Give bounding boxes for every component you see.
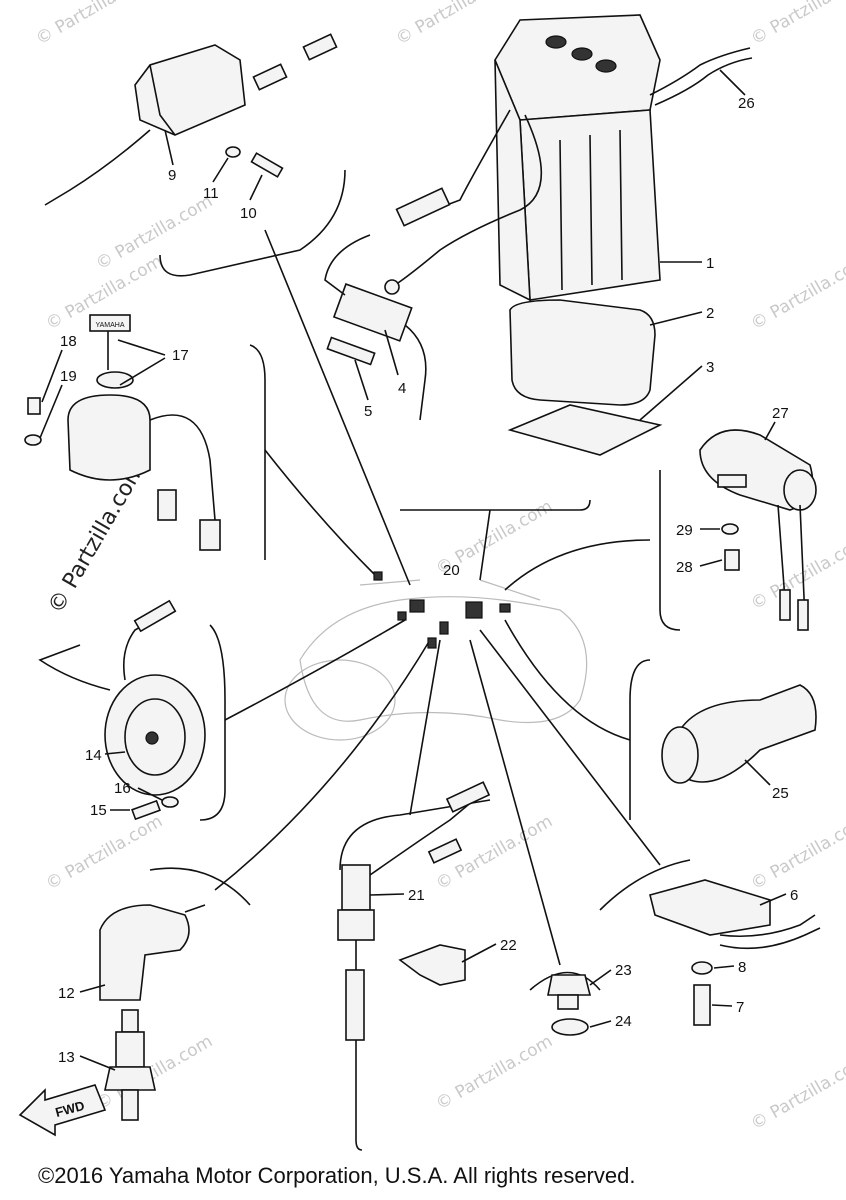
lead-sleeve-icon [395, 187, 451, 227]
screw-icon-28 [724, 549, 740, 571]
callout-18: 18 [60, 333, 77, 350]
fwd-label: FWD [54, 1098, 86, 1120]
callout-25: 25 [772, 785, 789, 802]
watermark-13: © Partzilla.com [433, 1031, 557, 1114]
callout-10: 10 [240, 205, 257, 222]
watermark-9: © Partzilla.com [43, 811, 167, 894]
callout-1: 1 [706, 255, 714, 272]
rectifier-icon [699, 429, 817, 631]
fwd-arrow-icon: FWD [18, 1084, 107, 1137]
callout-19: 19 [60, 368, 77, 385]
washer-icon-19 [24, 434, 42, 446]
fuse-icon [326, 336, 376, 366]
callout-leaders [39, 69, 787, 1071]
callout-16: 16 [114, 780, 131, 797]
callout-12: 12 [58, 985, 75, 1002]
watermark-8: © Partzilla.com [748, 531, 846, 614]
callout-8: 8 [738, 959, 746, 976]
callouts: 1 2 3 4 5 6 7 8 9 10 11 12 13 14 15 16 1… [58, 95, 798, 1066]
washer-icon [225, 146, 241, 158]
callout-4: 4 [398, 380, 406, 397]
callout-20: 20 [443, 562, 460, 579]
washer-icon-8 [691, 961, 713, 975]
callout-13: 13 [58, 1049, 75, 1066]
callout-15: 15 [90, 802, 107, 819]
callout-23: 23 [615, 962, 632, 979]
callout-7: 7 [736, 999, 744, 1016]
callout-28: 28 [676, 559, 693, 576]
watermark-3: © Partzilla.com [748, 0, 846, 49]
callout-6: 6 [790, 887, 798, 904]
gasket-icon [551, 1018, 589, 1036]
group-brackets [149, 169, 691, 991]
brake-switch-icon [337, 781, 491, 1151]
watermark-2: © Partzilla.com [393, 0, 517, 49]
callout-5: 5 [364, 403, 372, 420]
watermark-side: © Partzilla.com [44, 458, 151, 618]
screw-icon-18 [27, 397, 41, 415]
fuse-holder-icon [324, 234, 427, 421]
leader-lines [214, 229, 661, 966]
callout-2: 2 [706, 305, 714, 322]
watermark-6: © Partzilla.com [748, 251, 846, 334]
main-switch-icon: YAMAHA [67, 314, 221, 551]
key-label: YAMAHA [95, 322, 124, 329]
bolt-icon-15 [131, 799, 161, 821]
frame-outline [284, 579, 588, 741]
callout-24: 24 [615, 1013, 632, 1030]
callout-9: 9 [168, 167, 176, 184]
ignition-coil-icon [44, 33, 338, 206]
ring-terminal-icon [384, 279, 400, 295]
copyright-notice: ©2016 Yamaha Motor Corporation, U.S.A. A… [38, 1163, 636, 1188]
watermark-14: © Partzilla.com [748, 1051, 846, 1134]
breather-pipe-icon [649, 47, 753, 106]
callout-21: 21 [408, 887, 425, 904]
callout-29: 29 [676, 522, 693, 539]
callout-14: 14 [85, 747, 102, 764]
connector-icon [373, 571, 511, 649]
watermark-11: © Partzilla.com [748, 811, 846, 894]
callout-3: 3 [706, 359, 714, 376]
battery-icon [494, 14, 661, 302]
horn-icon [38, 599, 206, 796]
screw-icon [250, 152, 284, 178]
bracket-icon-22 [398, 944, 466, 986]
washer-icon-16 [161, 796, 179, 808]
bracket-icon [649, 879, 821, 950]
callout-27: 27 [772, 405, 789, 422]
bolt-icon-7 [693, 984, 711, 1026]
battery-lead-icon [394, 109, 543, 286]
callout-26: 26 [738, 95, 755, 112]
washer-icon-29 [721, 523, 739, 535]
neutral-switch-icon [547, 974, 592, 1010]
spark-plug-icon [104, 1009, 156, 1121]
battery-band-icon [509, 299, 656, 406]
boot-icon [661, 684, 817, 784]
callout-22: 22 [500, 937, 517, 954]
callout-11: 11 [203, 185, 219, 202]
watermark-1: © Partzilla.com [33, 0, 157, 49]
callout-17: 17 [172, 347, 189, 364]
battery-pad-icon [507, 404, 663, 456]
plug-cap-icon [99, 904, 206, 1001]
